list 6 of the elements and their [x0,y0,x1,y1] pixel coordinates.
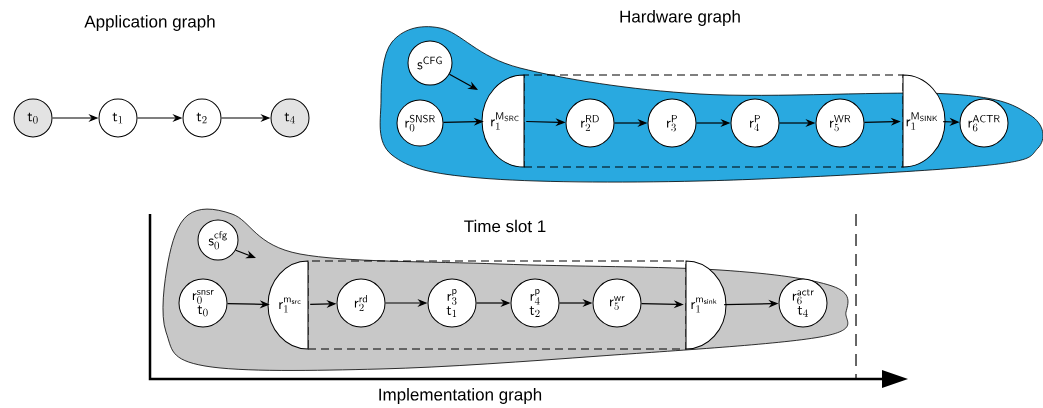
region-title: Hardware graph [620,10,740,26]
graph-title: Implementation graph [379,388,542,404]
region-title: Time slot 1 [464,219,546,233]
arrow [448,73,478,90]
graph-title: Application graph [84,15,215,31]
arrow [235,249,256,259]
